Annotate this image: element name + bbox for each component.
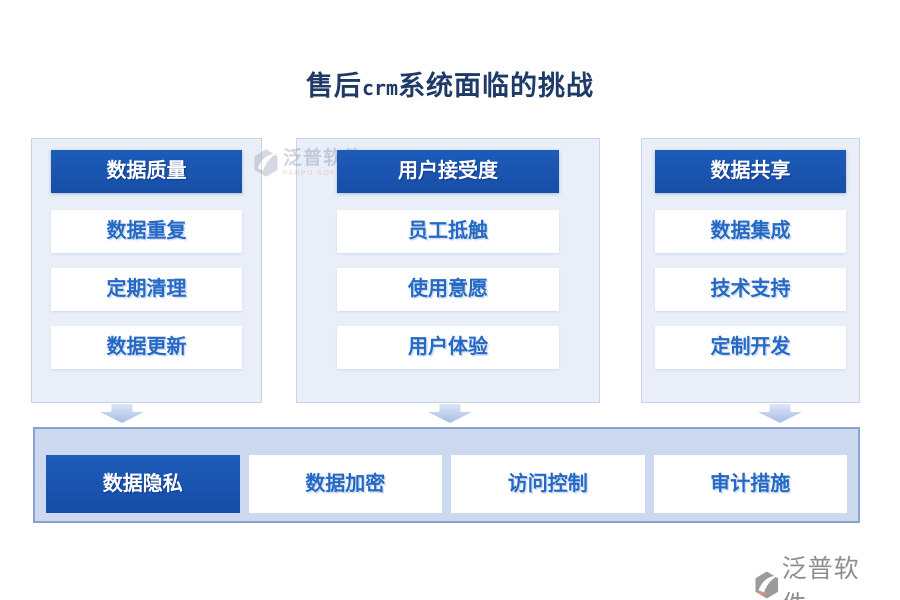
- item-user-experience: 用户体验: [337, 326, 559, 369]
- bottom-item-data-encryption: 数据加密: [248, 455, 442, 513]
- item-usage-willingness: 使用意愿: [337, 268, 559, 311]
- bottom-panel: 数据隐私 数据加密 访问控制 审计措施: [33, 427, 860, 523]
- header-data-sharing: 数据共享: [655, 150, 846, 193]
- title-suffix: 系统面临的挑战: [398, 71, 595, 101]
- title-latin: crm: [361, 76, 399, 100]
- down-arrow-icon: [428, 404, 472, 423]
- item-data-integration: 数据集成: [655, 210, 846, 253]
- header-user-acceptance: 用户接受度: [337, 150, 559, 193]
- fanpu-logo-icon: [755, 571, 779, 599]
- bottom-item-data-privacy: 数据隐私: [46, 455, 240, 513]
- fanpu-logo: 泛普软件 www.fanpusoft.com: [754, 549, 884, 600]
- title-prefix: 售后: [305, 71, 362, 101]
- column-data-sharing: 数据共享 数据集成 技术支持 定制开发: [641, 138, 860, 403]
- item-employee-resistance: 员工抵触: [337, 210, 559, 253]
- page-title: 售后crm系统面临的挑战: [0, 64, 900, 103]
- column-data-quality: 数据质量 数据重复 定期清理 数据更新: [31, 138, 262, 403]
- item-regular-cleanup: 定期清理: [51, 268, 242, 311]
- item-technical-support: 技术支持: [655, 268, 846, 311]
- fanpu-brand-text: 泛普软件: [781, 556, 860, 600]
- item-data-duplication: 数据重复: [51, 210, 242, 253]
- header-data-quality: 数据质量: [51, 150, 242, 193]
- bottom-item-audit-measures: 审计措施: [653, 455, 847, 513]
- column-user-acceptance: 用户接受度 员工抵触 使用意愿 用户体验: [296, 138, 600, 403]
- down-arrow-icon: [758, 404, 802, 423]
- bottom-item-access-control: 访问控制: [451, 455, 645, 513]
- item-data-update: 数据更新: [51, 326, 242, 369]
- item-custom-development: 定制开发: [655, 326, 846, 369]
- down-arrow-icon: [100, 404, 144, 423]
